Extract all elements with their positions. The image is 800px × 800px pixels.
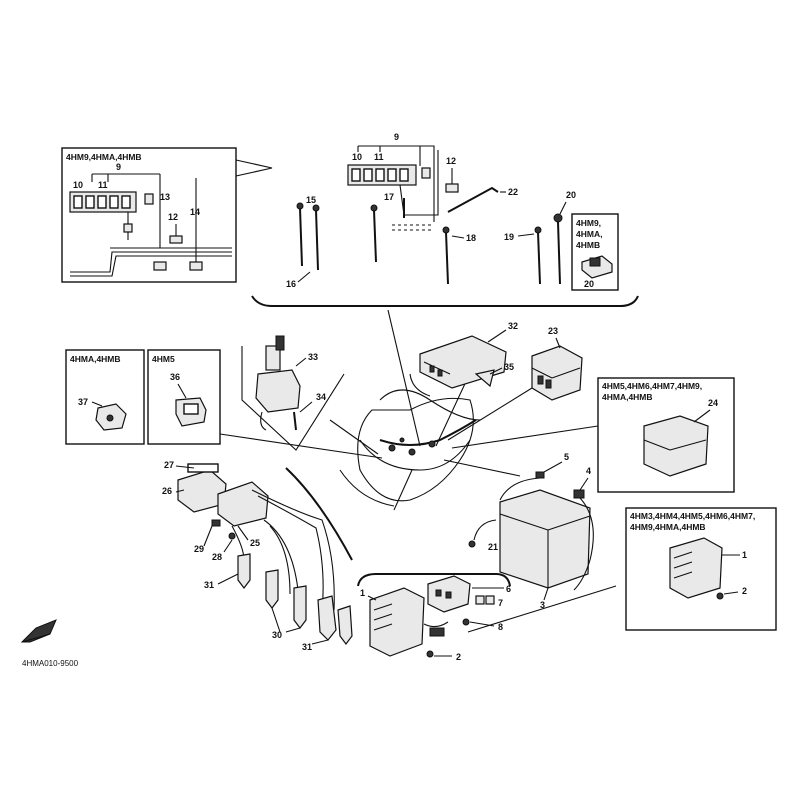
rectifier-group: 1 6 7 8 2	[357, 573, 617, 662]
callout-4: 4	[586, 466, 591, 476]
callout-1: 1	[742, 550, 747, 560]
rectifier-1	[369, 587, 425, 657]
callout-6: 6	[506, 584, 511, 594]
callout-2: 2	[742, 586, 747, 596]
callout-22: 22	[508, 187, 518, 197]
callout-12: 12	[446, 156, 456, 166]
rectifier-1-variant	[669, 537, 723, 599]
inset-left-a: 4HMA,4HMB 37	[65, 349, 145, 445]
callout-16: 16	[286, 279, 296, 289]
group-bracket-top	[251, 295, 639, 307]
callout-10b: 10	[73, 180, 83, 190]
callout-24: 24	[708, 398, 718, 408]
inset-pointer	[235, 159, 273, 177]
inset-20-caption-2: 4HMA,	[576, 229, 602, 239]
callout-2b: 2	[456, 652, 461, 662]
wire-harness	[219, 309, 599, 511]
callout-28: 28	[212, 552, 222, 562]
callout-7: 7	[498, 598, 503, 608]
callout-13: 13	[160, 192, 170, 202]
ignition-coil-25	[217, 481, 269, 527]
inset-left-a-caption: 4HMA,4HMB	[70, 354, 121, 364]
inset-right-mid-caption-1: 4HM5,4HM6,4HM7,4HM9,	[602, 381, 702, 391]
cdi-unit	[419, 335, 507, 389]
inset-part-20: 4HM9, 4HMA, 4HMB 20	[571, 213, 619, 291]
callout-34: 34	[316, 392, 326, 402]
callout-3: 3	[540, 600, 545, 610]
callout-11: 11	[374, 152, 384, 162]
callout-15: 15	[306, 195, 316, 205]
top-center-group: 9 10 11 12 15 16 17 18 19	[251, 132, 639, 307]
callout-27: 27	[164, 460, 174, 470]
plug-cap-30b	[293, 585, 307, 629]
callout-31: 31	[204, 580, 214, 590]
callout-12b: 12	[168, 212, 178, 222]
plug-cap-31b	[317, 595, 337, 641]
callout-9: 9	[394, 132, 399, 142]
callout-23: 23	[548, 326, 558, 336]
front-arrow-icon	[20, 619, 57, 643]
inset-right-mid-caption-2: 4HMA,4HMB	[602, 392, 653, 402]
inset-top-left-caption: 4HM9,4HMA,4HMB	[66, 152, 142, 162]
cable-tie-19	[537, 231, 541, 285]
inset-right-low-caption-1: 4HM3,4HM4,4HM5,4HM6,4HM7,	[630, 511, 755, 521]
callout-36: 36	[170, 372, 180, 382]
callout-17: 17	[384, 192, 394, 202]
callout-9b: 9	[116, 162, 121, 172]
inset-left-b-frame	[147, 349, 221, 445]
callout-32: 32	[508, 321, 518, 331]
callout-21: 21	[488, 542, 498, 552]
callout-8: 8	[498, 622, 503, 632]
callout-26: 26	[162, 486, 172, 496]
callout-19: 19	[504, 232, 514, 242]
callout-37: 37	[78, 397, 88, 407]
callout-20: 20	[566, 190, 576, 200]
callout-11b: 11	[98, 180, 108, 190]
inset-20-caption-1: 4HM9,	[576, 218, 601, 228]
inset-right-low: 4HM3,4HM4,4HM5,4HM6,4HM7, 4HM9,4HMA,4HMB…	[625, 507, 777, 631]
ignition-coil-group: 27 26 25 28 29 31 30 31	[162, 460, 353, 652]
inset-20-caption-3: 4HMB	[576, 240, 600, 250]
callout-14: 14	[190, 207, 200, 217]
plug-cap-30a	[265, 569, 279, 609]
cdi-unit-group: 32 35	[409, 321, 518, 397]
inset-top-left: 4HM9,4HMA,4HMB 9 10 11 13 14 12	[61, 147, 273, 283]
main-switch	[255, 369, 301, 413]
cable-tie-16a	[299, 207, 303, 267]
callout-10: 10	[352, 152, 362, 162]
callout-18: 18	[466, 233, 476, 243]
callout-30: 30	[272, 630, 282, 640]
frame-outline	[357, 397, 474, 502]
inset-left-b-caption: 4HM5	[152, 354, 175, 364]
inset-top-left-frame	[61, 147, 237, 283]
inset-right-mid: 4HM5,4HM6,4HM7,4HM9, 4HMA,4HMB 24	[597, 377, 735, 493]
callout-1b: 1	[360, 588, 365, 598]
battery	[499, 489, 591, 589]
callout-20b: 20	[584, 279, 594, 289]
callout-5: 5	[564, 452, 569, 462]
cable-tie-18	[445, 231, 449, 285]
callout-35: 35	[504, 362, 514, 372]
battery-group: 3 5 4 21	[468, 452, 594, 610]
callout-33: 33	[308, 352, 318, 362]
inset-right-low-caption-2: 4HM9,4HMA,4HMB	[630, 522, 706, 532]
callout-25: 25	[250, 538, 260, 548]
main-switch-group: 33 34	[241, 335, 345, 451]
drawing-code: 4HMA010-9500	[22, 659, 79, 668]
cable-tie-20	[557, 221, 561, 285]
callout-31b: 31	[302, 642, 312, 652]
group-bracket-bottom	[357, 573, 511, 587]
cable-tie-17	[373, 209, 377, 263]
relay-24	[643, 415, 709, 477]
relay-23-group: 23	[531, 326, 583, 401]
inset-left-b: 4HM5 36	[147, 349, 221, 445]
callout-29: 29	[194, 544, 204, 554]
cable-tie-16b	[315, 209, 319, 271]
relay-23	[531, 345, 583, 401]
plug-cap-31a	[237, 553, 251, 589]
